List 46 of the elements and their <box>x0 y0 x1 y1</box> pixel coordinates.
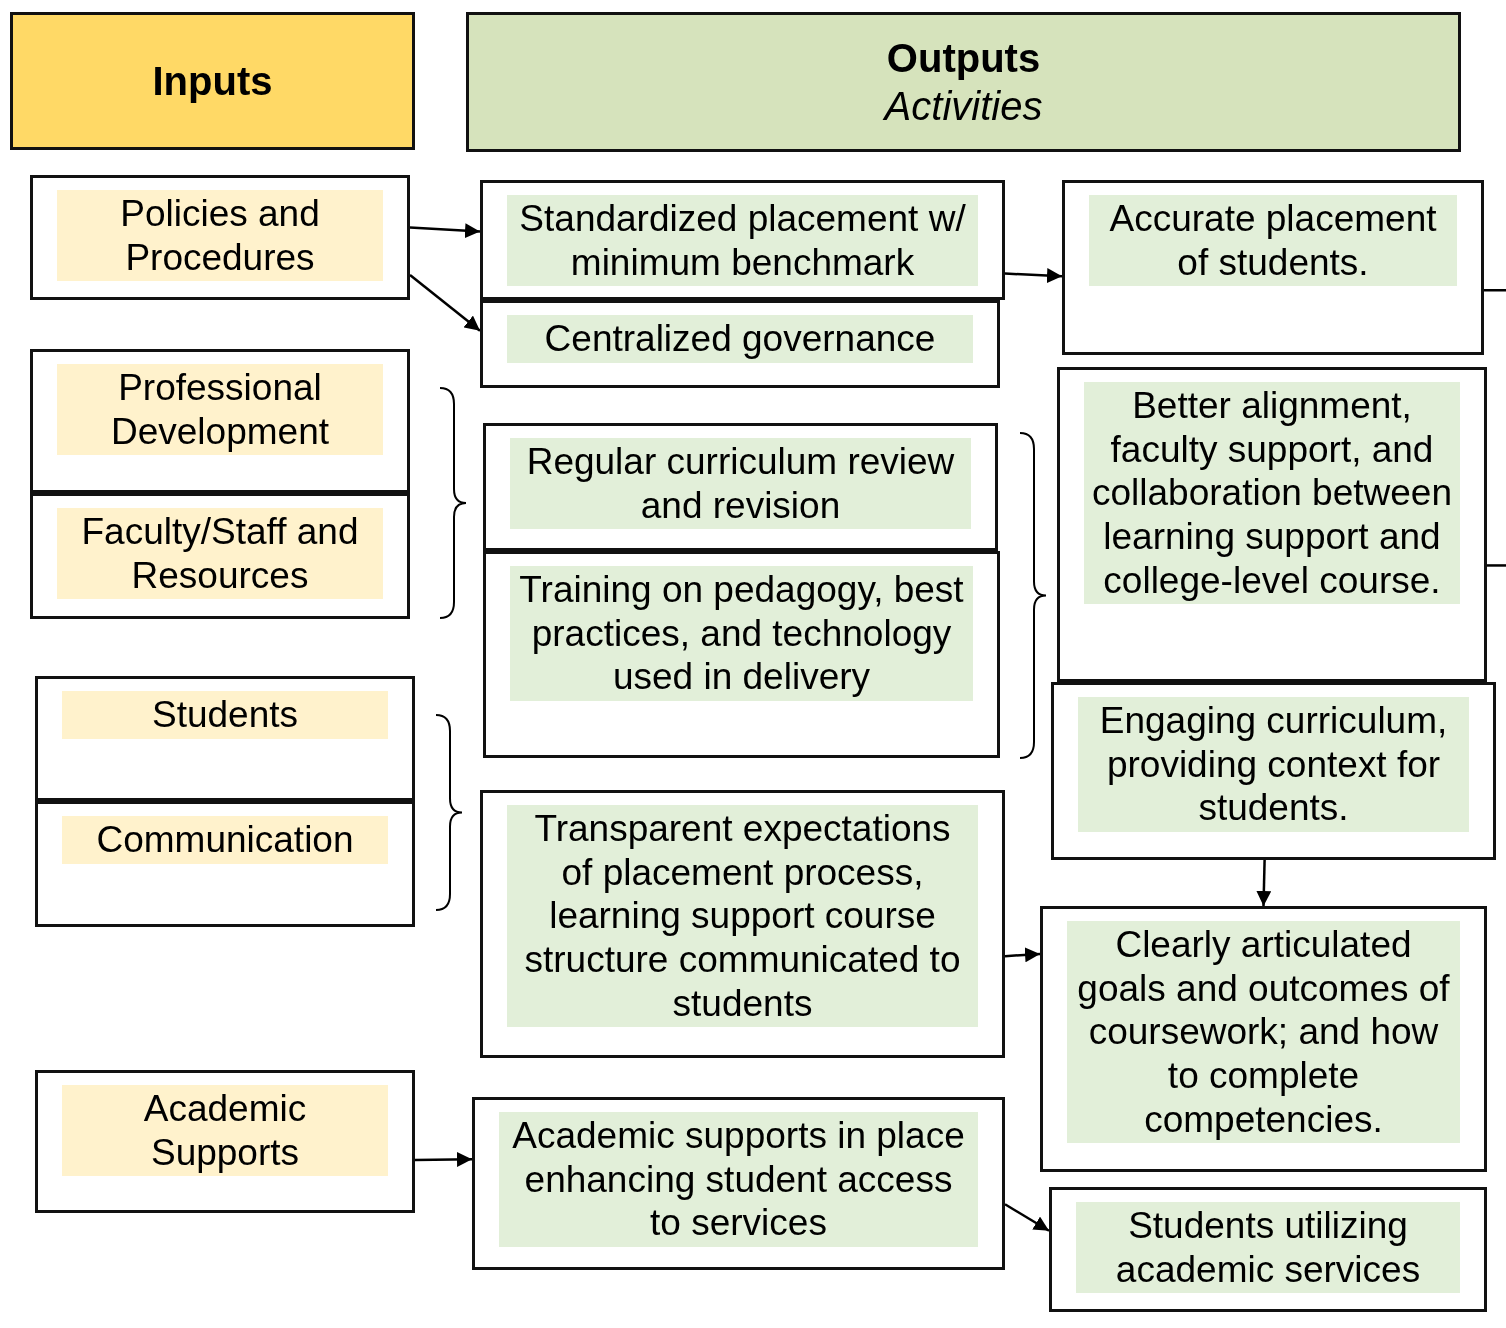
box-text: Professional Development <box>57 364 383 456</box>
header-box <box>10 12 415 150</box>
box-text: Better alignment, faculty support, and collaboration between learning support and college-level course. <box>1084 382 1460 605</box>
process-box <box>1062 180 1484 355</box>
header-box <box>466 12 1461 152</box>
box-text: Accurate placement of students. <box>1089 195 1457 287</box>
process-box <box>35 801 415 927</box>
process-box <box>1040 906 1487 1172</box>
arrow <box>1256 859 1272 907</box>
box-text: Clearly articulated goals and outcomes of coursework; and how to complete competencies. <box>1067 921 1460 1144</box>
box-text: Standardized placement w/ minimum benchmark <box>507 195 978 287</box>
process-box <box>30 493 410 619</box>
process-box <box>480 300 1000 388</box>
process-box <box>483 423 998 551</box>
box-text: Regular curriculum review and revision <box>510 438 971 530</box>
process-box <box>1057 367 1487 682</box>
process-box <box>35 1070 415 1213</box>
process-box <box>30 175 410 300</box>
process-box <box>480 790 1005 1058</box>
header-text: Inputs <box>152 58 273 105</box>
box-text: Centralized governance <box>507 315 973 363</box>
box-text: Academic Supports <box>62 1085 388 1177</box>
arrow <box>415 1152 472 1167</box>
arrow <box>1004 1203 1050 1232</box>
process-box <box>30 349 410 493</box>
arrow <box>409 274 481 332</box>
box-text: Communication <box>62 816 388 864</box>
box-text: Engaging curriculum, providing context for students. <box>1078 697 1469 832</box>
arrow <box>409 223 481 239</box>
process-box <box>472 1097 1005 1270</box>
box-text: Policies and Procedures <box>57 190 383 282</box>
header-text: Activities <box>884 83 1043 130</box>
process-box <box>1049 1187 1487 1312</box>
box-text: Transparent expectations of placement process, learning support course structure communicated to students <box>507 805 978 1028</box>
box-text: Students <box>62 691 388 739</box>
process-box <box>483 551 1000 758</box>
process-box <box>35 676 415 801</box>
box-text: Students utilizing academic services <box>1076 1202 1460 1294</box>
box-text: Faculty/Staff and Resources <box>57 508 383 600</box>
process-box <box>1051 682 1496 860</box>
box-text: Training on pedagogy, best practices, and technology used in delivery <box>510 566 973 701</box>
box-text: Academic supports in place enhancing student access to services <box>499 1112 978 1247</box>
header-text: Outputs <box>886 35 1041 82</box>
process-box <box>480 180 1005 300</box>
arrow <box>1004 947 1041 963</box>
arrow <box>1004 268 1063 284</box>
